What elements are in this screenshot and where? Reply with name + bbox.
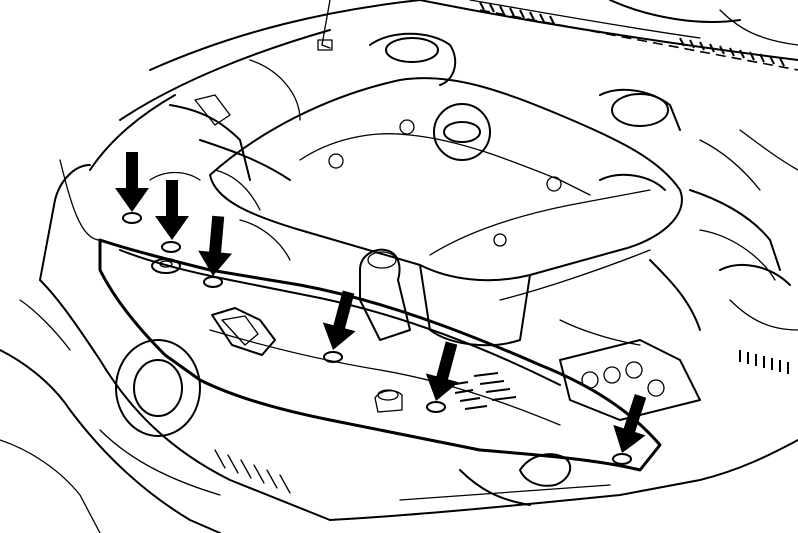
callout-arrows — [115, 152, 647, 453]
front-bumper — [0, 159, 798, 533]
hood — [89, 0, 798, 171]
engine-right-details — [559, 88, 798, 421]
down-arrow-icon — [155, 180, 189, 240]
engine-left-details — [149, 32, 457, 261]
down-arrow-icon — [115, 152, 149, 212]
down-arrow-icon — [425, 341, 459, 401]
down-arrow-icon — [322, 290, 356, 350]
down-arrow-icon — [613, 394, 647, 453]
down-arrow-icon — [198, 215, 233, 276]
wiper-cowl — [479, 0, 798, 71]
reservoir — [359, 248, 411, 341]
fasteners — [122, 212, 632, 465]
engine-cover — [209, 77, 683, 347]
